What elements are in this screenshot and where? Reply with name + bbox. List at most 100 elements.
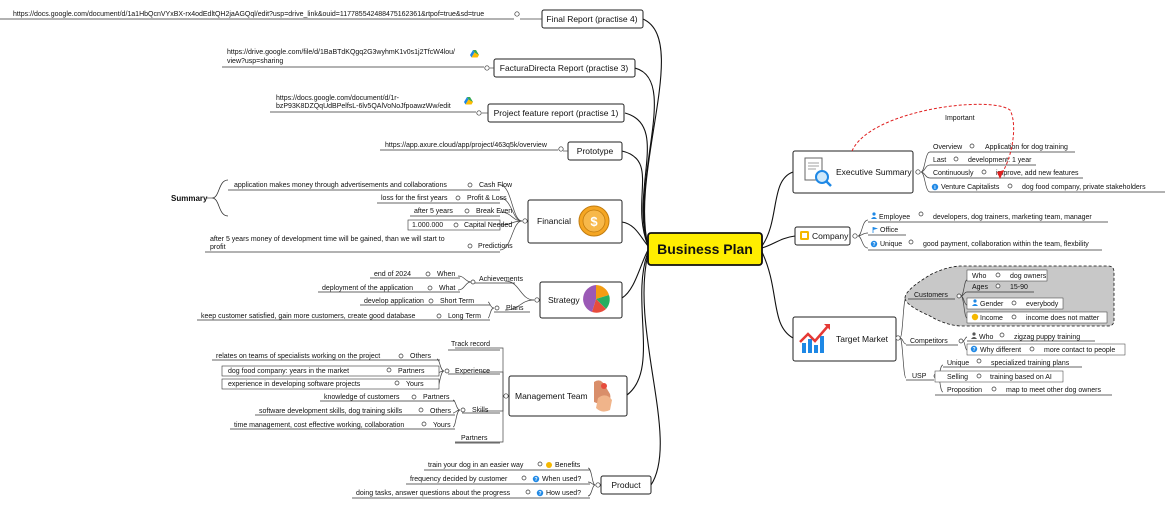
target-market-branch: Target Market Customers Who dog owners A… bbox=[792, 265, 1126, 396]
product-node[interactable] bbox=[600, 475, 652, 495]
main-branches bbox=[621, 18, 796, 486]
center-node[interactable]: Business Plan bbox=[647, 232, 763, 266]
partners-label: Partners bbox=[461, 435, 488, 442]
customers-row-3-key: Gender bbox=[980, 301, 1004, 308]
financial-predictions-line1: after 5 years money of development time … bbox=[210, 236, 445, 243]
financial-row-2-value: loss for the first years bbox=[381, 195, 448, 202]
experience-3-value: experience in developing software projec… bbox=[228, 381, 361, 388]
exec-row-4-key: Venture Capitalists bbox=[941, 184, 1000, 191]
svg-text:?: ? bbox=[538, 491, 541, 497]
badge-icon bbox=[800, 231, 809, 240]
financial-row-4-key: Capital Needed bbox=[464, 222, 512, 229]
flag-icon bbox=[872, 227, 878, 233]
financial-predictions-line2: profit bbox=[210, 244, 226, 251]
strategy-achievement-2-value: deployment of the application bbox=[322, 285, 413, 292]
product-branch: Product train your dog in an easier way … bbox=[352, 461, 652, 499]
person-icon bbox=[971, 332, 977, 339]
financial-row-3-value: after 5 years bbox=[414, 208, 453, 215]
competitors-row-2-key: Why different bbox=[980, 347, 1021, 354]
person-icon bbox=[871, 212, 877, 219]
product-row-3-key: How used? bbox=[546, 490, 581, 497]
important-connector bbox=[851, 103, 1015, 177]
document-search-icon bbox=[804, 157, 832, 187]
prototype-title: Prototype bbox=[577, 146, 614, 156]
skills-3-key: Yours bbox=[433, 422, 451, 429]
prototype-link[interactable]: https://app.axure.cloud/app/project/463q… bbox=[385, 142, 548, 149]
strategy-achievement-2-key: What bbox=[439, 285, 455, 292]
company-branch: Company Employee developers, dog trainer… bbox=[794, 211, 1108, 251]
info-icon: i bbox=[931, 183, 939, 191]
hands-icon bbox=[594, 380, 612, 412]
strategy-branch: Strategy Achievements end of 2024 When d… bbox=[197, 271, 623, 321]
customers-row-4-value: income does not matter bbox=[1026, 315, 1100, 322]
customers-row-1-value: dog owners bbox=[1010, 273, 1047, 280]
exec-row-1-value: Application for dog training bbox=[985, 144, 1068, 151]
svg-text:?: ? bbox=[872, 242, 875, 248]
dollar-coin-icon: $ bbox=[578, 205, 610, 237]
skills-1-key: Partners bbox=[423, 394, 450, 401]
product-row-3-value: doing tasks, answer questions about the … bbox=[356, 490, 511, 497]
executive-summary-title: Executive Summary bbox=[836, 167, 912, 177]
usp-row-3-value: map to meet other dog owners bbox=[1006, 387, 1101, 394]
usp-row-1-key: Unique bbox=[947, 360, 969, 367]
factura-report-branch: FacturaDirecta Report (practise 3) https… bbox=[222, 49, 636, 78]
management-team-branch: Management Team Track record Experience … bbox=[212, 341, 628, 444]
skills-2-value: software development skills, dog trainin… bbox=[259, 408, 403, 415]
final-report-link[interactable]: https://docs.google.com/document/d/1a1Hb… bbox=[13, 11, 484, 18]
customers-row-2-value: 15-90 bbox=[1010, 284, 1028, 291]
competitors-label: Competitors bbox=[910, 338, 948, 345]
final-report-branch: Final Report (practise 4) https://docs.g… bbox=[0, 9, 644, 29]
factura-report-link-line2[interactable]: view?usp=sharing bbox=[227, 58, 283, 65]
project-feature-branch: Project feature report (practise 1) http… bbox=[270, 95, 625, 123]
project-feature-link-line2[interactable]: bzP93K8DZQqUdBPelfsL-6lv5QAlVoNoJfpoawzW… bbox=[276, 103, 451, 110]
trend-chart-icon bbox=[799, 324, 830, 353]
factura-report-link-line1[interactable]: https://drive.google.com/file/d/1BaBTdKQ… bbox=[227, 49, 455, 56]
strategy-achievement-1-key: When bbox=[437, 271, 455, 278]
strategy-plan-1-value: develop application bbox=[364, 298, 424, 305]
exec-row-1-key: Overview bbox=[933, 144, 963, 151]
usp-row-3-key: Proposition bbox=[947, 387, 982, 394]
svg-text:$: $ bbox=[590, 214, 598, 229]
usp-row-2-key: Selling bbox=[947, 374, 968, 381]
usp-label: USP bbox=[912, 373, 927, 380]
important-label: Important bbox=[945, 115, 975, 122]
strategy-achievement-1-value: end of 2024 bbox=[374, 271, 411, 278]
strategy-title: Strategy bbox=[548, 295, 580, 305]
money-icon bbox=[971, 313, 979, 321]
financial-predictions-key: Predictions bbox=[478, 243, 513, 250]
strategy-plans-label: Plans bbox=[506, 305, 524, 312]
svg-text:?: ? bbox=[972, 347, 975, 353]
strategy-plan-2-value: keep customer satisfied, gain more custo… bbox=[201, 313, 415, 320]
experience-1-key: Others bbox=[410, 353, 432, 360]
question-icon: ? bbox=[536, 489, 544, 497]
experience-2-value: dog food company: years in the market bbox=[228, 368, 349, 375]
product-row-2-key: When used? bbox=[542, 476, 581, 483]
customers-label: Customers bbox=[914, 292, 948, 299]
project-feature-link-line1[interactable]: https://docs.google.com/document/d/1r- bbox=[276, 95, 400, 102]
product-row-1-key: Benefits bbox=[555, 462, 581, 469]
company-node[interactable] bbox=[794, 226, 851, 246]
skills-3-value: time management, cost effective working,… bbox=[234, 422, 404, 429]
customers-row-2-key: Ages bbox=[972, 284, 988, 291]
customers-row-4-key: Income bbox=[980, 315, 1003, 322]
financial-row-1-value: application makes money through advertis… bbox=[234, 182, 447, 189]
experience-1-value: relates on teams of specialists working … bbox=[216, 353, 380, 360]
factura-report-title: FacturaDirecta Report (practise 3) bbox=[500, 63, 629, 73]
exec-row-2-value: development: 1 year bbox=[968, 157, 1032, 164]
person-icon bbox=[972, 299, 978, 306]
question-icon: ? bbox=[970, 345, 978, 353]
summary-label: Summary bbox=[171, 194, 208, 203]
skills-label: Skills bbox=[472, 407, 489, 414]
pie-chart-icon bbox=[583, 285, 610, 313]
customers-row-1-key: Who bbox=[972, 273, 987, 280]
project-feature-title: Project feature report (practise 1) bbox=[494, 108, 619, 118]
company-row-2-key: Office bbox=[880, 227, 898, 234]
center-title: Business Plan bbox=[657, 241, 753, 257]
exec-row-3-key: Continuously bbox=[933, 170, 974, 177]
competitors-row-2-value: more contact to people bbox=[1044, 347, 1115, 354]
company-row-3-key: Unique bbox=[880, 241, 902, 248]
management-team-title: Management Team bbox=[515, 391, 588, 401]
company-row-3-value: good payment, collaboration within the t… bbox=[923, 241, 1089, 248]
financial-row-4-value: 1.000.000 bbox=[412, 222, 443, 229]
